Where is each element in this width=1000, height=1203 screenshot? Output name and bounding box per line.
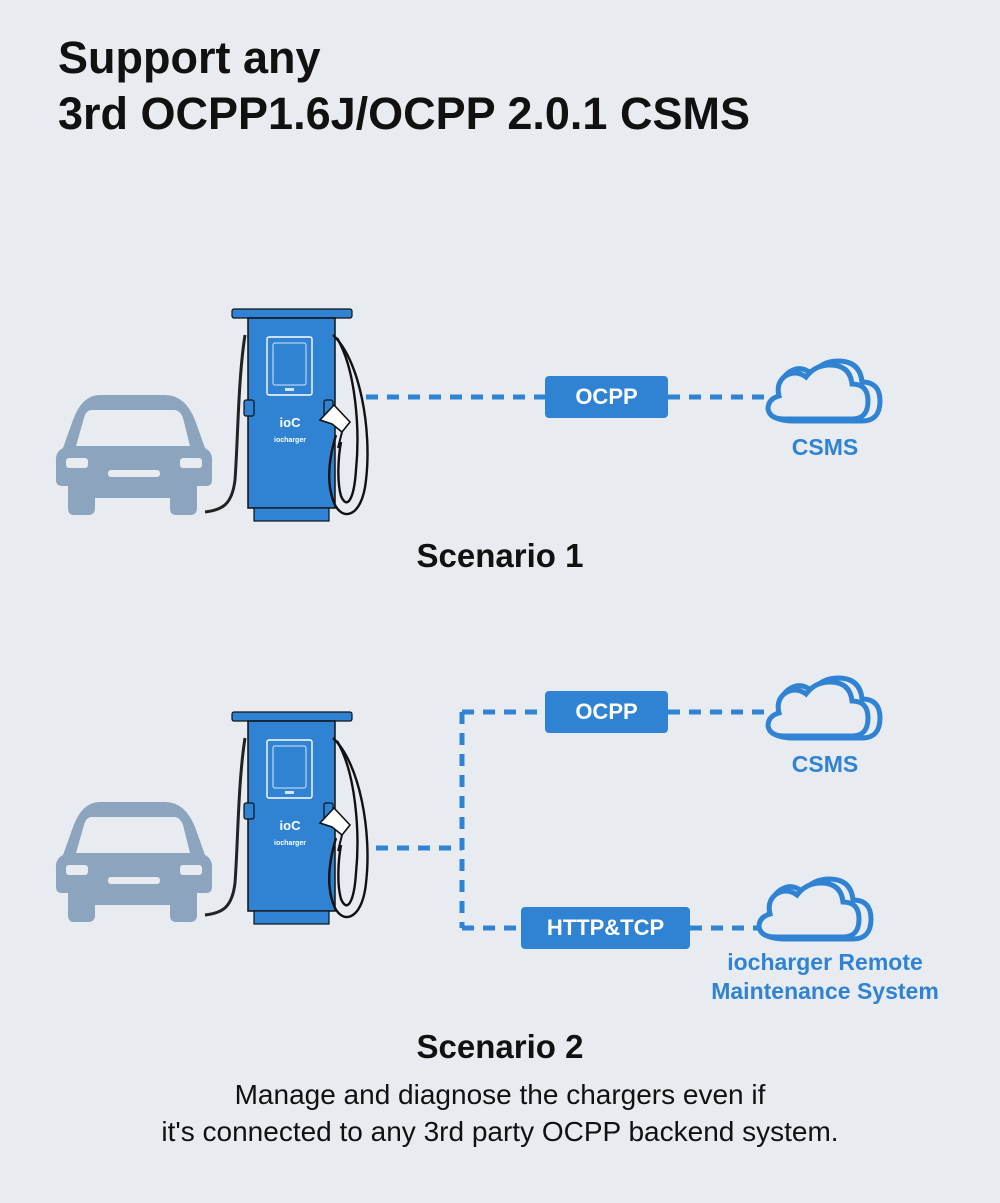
charger-brand: iocharger xyxy=(274,437,306,444)
remote-maintenance-line-2: Maintenance System xyxy=(711,978,939,1004)
car-icon xyxy=(55,395,213,515)
remote-maintenance-line-1: iocharger Remote xyxy=(727,949,923,975)
ocpp-label: OCPP xyxy=(545,376,668,418)
http-tcp-label: HTTP&TCP xyxy=(521,907,690,949)
charger-logo: ioC xyxy=(280,818,302,833)
cloud-icon xyxy=(768,361,880,421)
title-line-1: Support any xyxy=(58,32,321,83)
cloud-icon xyxy=(768,678,880,738)
description-line-1: Manage and diagnose the chargers even if xyxy=(234,1079,766,1110)
charger-brand: iocharger xyxy=(274,840,306,847)
car-icon xyxy=(55,802,213,922)
remote-maintenance-label: iocharger Remote Maintenance System xyxy=(680,948,970,1006)
csms-label: CSMS xyxy=(791,751,859,777)
page-title: Support any 3rd OCPP1.6J/OCPP 2.0.1 CSMS xyxy=(58,30,750,142)
scenario-1-caption: Scenario 1 xyxy=(416,537,584,574)
title-line-2: 3rd OCPP1.6J/OCPP 2.0.1 CSMS xyxy=(58,88,750,139)
ocpp-label: OCPP xyxy=(545,691,668,733)
csms-label: CSMS xyxy=(791,434,859,460)
description: Manage and diagnose the chargers even if… xyxy=(0,1076,1000,1150)
charger-logo: ioC xyxy=(280,415,302,430)
cloud-icon xyxy=(759,879,871,939)
scenario-2-caption: Scenario 2 xyxy=(416,1028,584,1065)
description-line-2: it's connected to any 3rd party OCPP bac… xyxy=(161,1116,839,1147)
